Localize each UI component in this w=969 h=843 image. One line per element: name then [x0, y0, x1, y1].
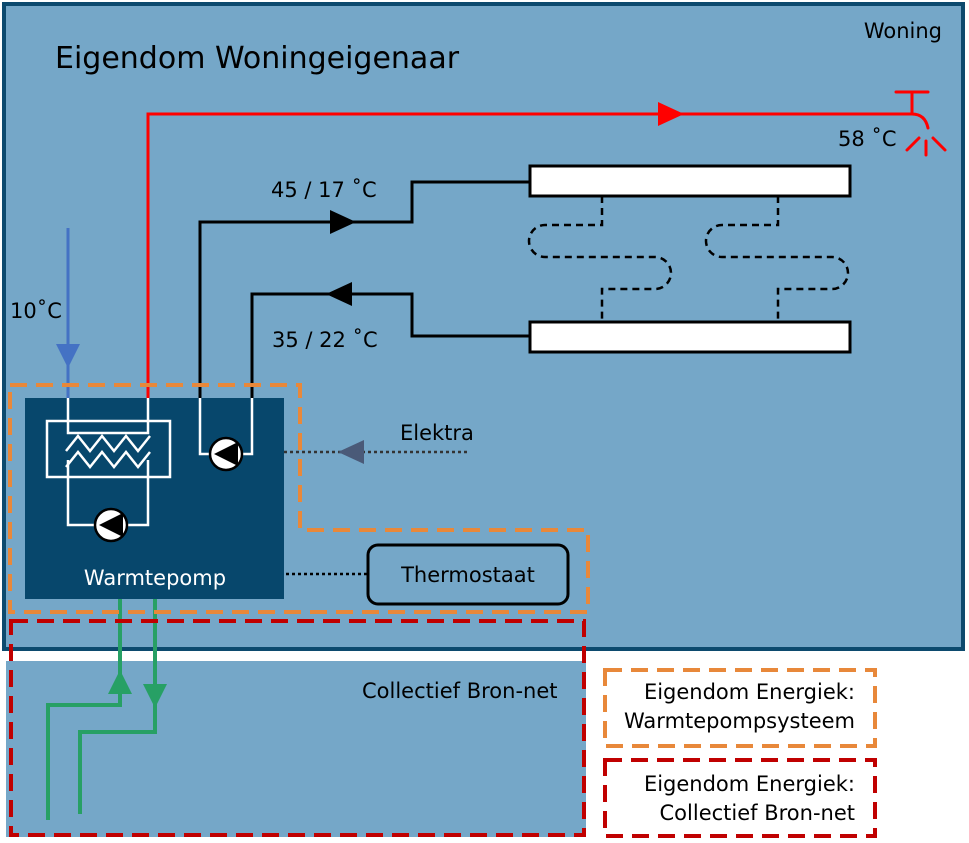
- thermostat-box: [366, 543, 570, 606]
- electricity-label: Elektra: [400, 421, 474, 445]
- heat-pump-label: Warmtepomp: [84, 566, 226, 590]
- flow-arrow-icon: [143, 684, 167, 708]
- source-net-label: Collectief Bron-net: [362, 679, 557, 703]
- heating-supply-pipe: [198, 180, 530, 400]
- underfloor-heating-icon: [527, 196, 850, 322]
- cold-water-pipe: [56, 228, 80, 398]
- flow-arrow-icon: [108, 670, 132, 694]
- radiator-icon: [528, 164, 852, 198]
- flow-arrow-icon: [338, 440, 364, 464]
- heating-return-pipe: [250, 282, 530, 400]
- tap-icon: [894, 90, 947, 157]
- pump-icon: [93, 507, 129, 543]
- flow-arrow-icon: [658, 102, 684, 126]
- cold-water-temperature: 10˚C: [10, 299, 62, 323]
- electricity-line: [284, 440, 470, 464]
- heating-pump-circuit: [198, 398, 254, 456]
- legend-heatpump-system-box: [603, 668, 877, 748]
- heat-exchanger-icon: [45, 398, 172, 527]
- legend: Eigendom Energiek: Warmtepompsysteem Eig…: [603, 668, 877, 838]
- source-pipe-return: [78, 599, 167, 814]
- legend-source-net-line1: Eigendom Energiek:: [644, 772, 855, 796]
- thermostat-label: Thermostaat: [400, 563, 535, 587]
- source-net-area: [6, 661, 586, 837]
- flow-arrow-icon: [326, 282, 352, 306]
- return-temperature: 35 / 22 ˚C: [272, 328, 378, 352]
- flow-arrow-icon: [330, 210, 356, 234]
- house-label: Woning: [864, 19, 942, 43]
- legend-heatpump-system-line1: Eigendom Energiek:: [644, 680, 855, 704]
- legend-heatpump-system-line2: Warmtepompsysteem: [624, 709, 855, 733]
- hot-water-temperature: 58 ˚C: [838, 127, 897, 151]
- flow-arrow-icon: [56, 344, 80, 368]
- hot-water-pipe: [146, 102, 900, 398]
- homeowner-property-title: Eigendom Woningeigenaar: [55, 41, 460, 76]
- source-net-boundary: [9, 619, 586, 837]
- radiator-icon: [528, 320, 852, 354]
- pump-icon: [208, 436, 244, 472]
- legend-source-net-line2: Collectief Bron-net: [660, 801, 855, 825]
- heatpump-system-boundary: [8, 383, 590, 614]
- source-pipe-supply: [46, 599, 132, 820]
- supply-temperature: 45 / 17 ˚C: [271, 178, 377, 202]
- legend-source-net-box: [603, 758, 877, 838]
